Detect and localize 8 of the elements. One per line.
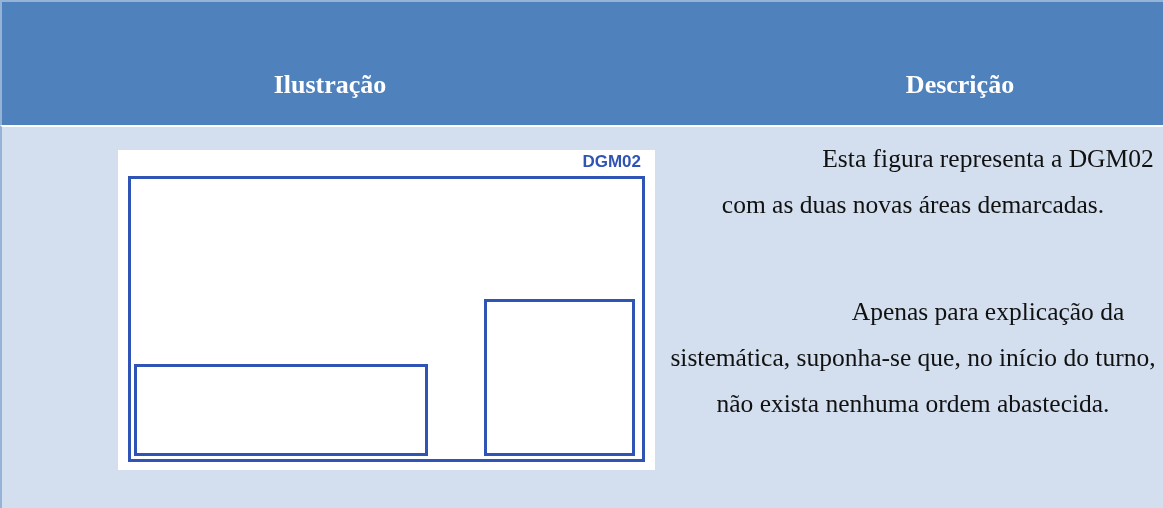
description-paragraph: Apenas para explicação da sistemática, suponha-se que, no início do turno, não exista nenhuma ordem abastecida. xyxy=(669,296,1157,420)
illustration-panel xyxy=(118,150,655,470)
description-paragraph: Esta figura representa a DGM02 com as duas novas áreas demarcadas. xyxy=(720,143,1155,221)
column-header: Ilustração xyxy=(272,70,388,100)
area-box xyxy=(134,364,428,456)
area-box xyxy=(484,299,635,456)
column-header: Descrição xyxy=(904,70,1016,100)
panel-label: DGM02 xyxy=(582,152,641,172)
